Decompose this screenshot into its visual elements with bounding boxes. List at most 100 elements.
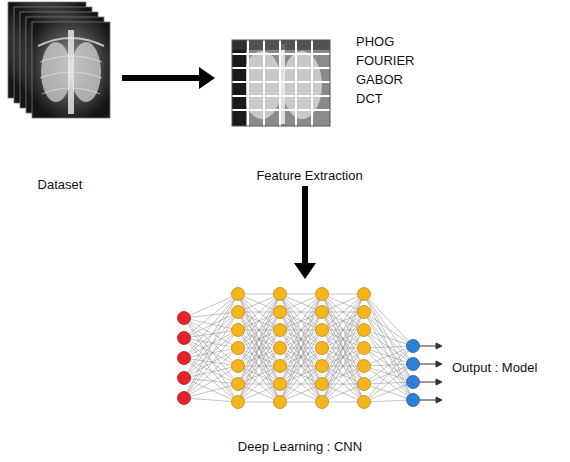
neuron (274, 342, 287, 355)
network-link (184, 348, 238, 358)
xray-stack (8, 2, 110, 118)
neuron (178, 332, 191, 345)
network-link (322, 294, 364, 384)
network-link (184, 348, 238, 398)
network-link (364, 312, 413, 382)
network-link (184, 294, 238, 318)
network-link (280, 294, 322, 384)
network-link (364, 312, 413, 400)
node-caption: Deep Learning : CNN (166, 439, 434, 454)
network-link (184, 398, 238, 402)
network-link (364, 346, 413, 348)
output-label: Output : Model (452, 360, 537, 375)
network-link (364, 330, 413, 400)
neuron (316, 378, 329, 391)
arrow-shaft (122, 75, 201, 81)
neuron (316, 396, 329, 409)
neuron (274, 360, 287, 373)
network-link (238, 348, 280, 402)
method-label: DCT (356, 91, 383, 106)
node-caption: Feature Extraction (218, 168, 401, 183)
network-link (322, 348, 364, 402)
neuron (232, 324, 245, 337)
network-link (184, 330, 238, 398)
network-link (184, 348, 238, 378)
network-link (280, 294, 322, 384)
cnn-node: Deep Learning : CNN (166, 282, 434, 454)
network-link (184, 366, 238, 398)
network-link (184, 338, 238, 402)
neuron (358, 378, 371, 391)
neuron (316, 306, 329, 319)
arrow-shaft (302, 186, 308, 265)
network-link (184, 378, 238, 384)
neuron (178, 352, 191, 365)
network-link (238, 312, 280, 402)
arrow-head (294, 263, 316, 279)
neuron (316, 288, 329, 301)
neuron (358, 342, 371, 355)
neuron (358, 306, 371, 319)
neuron (232, 342, 245, 355)
network-link (184, 366, 238, 378)
neuron (316, 324, 329, 337)
neuron (358, 324, 371, 337)
flow-arrow (294, 186, 316, 279)
network-link (364, 346, 413, 402)
network-link (364, 330, 413, 364)
network-link (238, 348, 280, 402)
network-link (280, 348, 322, 402)
neuron (316, 342, 329, 355)
network-link (184, 358, 238, 402)
neuron (232, 396, 245, 409)
neuron (407, 376, 420, 389)
neuron (407, 340, 420, 353)
neuron (274, 288, 287, 301)
network-link (364, 294, 413, 400)
network-link (280, 294, 322, 348)
neuron (232, 360, 245, 373)
neuron (274, 378, 287, 391)
network-link (238, 294, 280, 348)
network-link (238, 294, 280, 384)
network-link (364, 346, 413, 366)
network-link (184, 294, 238, 398)
network-link (280, 348, 322, 402)
network-link (184, 384, 238, 398)
network-link (364, 294, 413, 364)
network-link (238, 294, 280, 384)
network-link (322, 312, 364, 402)
network-link (184, 312, 238, 358)
network-link (322, 312, 364, 402)
network-link (364, 400, 413, 402)
network-link (238, 294, 280, 348)
node-caption: Dataset (1, 177, 119, 192)
network-link (364, 364, 413, 402)
network-link (184, 294, 238, 338)
network-link (280, 312, 322, 402)
neuron (232, 378, 245, 391)
neuron (232, 288, 245, 301)
network-link (364, 382, 413, 402)
neuron (316, 360, 329, 373)
network-link (184, 312, 238, 318)
neuron (407, 358, 420, 371)
neuron (407, 394, 420, 407)
neuron (178, 312, 191, 325)
neuron (232, 306, 245, 319)
neuron (274, 324, 287, 337)
network-link (322, 294, 364, 384)
neuron (178, 392, 191, 405)
method-label: GABOR (356, 72, 403, 87)
network-link (364, 346, 413, 384)
network-link (184, 378, 238, 402)
neuron (178, 372, 191, 385)
neuron (274, 306, 287, 319)
network-link (184, 312, 238, 398)
network-neurons (178, 288, 420, 409)
feature-grid-image (232, 40, 330, 126)
network-link (280, 294, 322, 348)
network-link (184, 294, 238, 378)
